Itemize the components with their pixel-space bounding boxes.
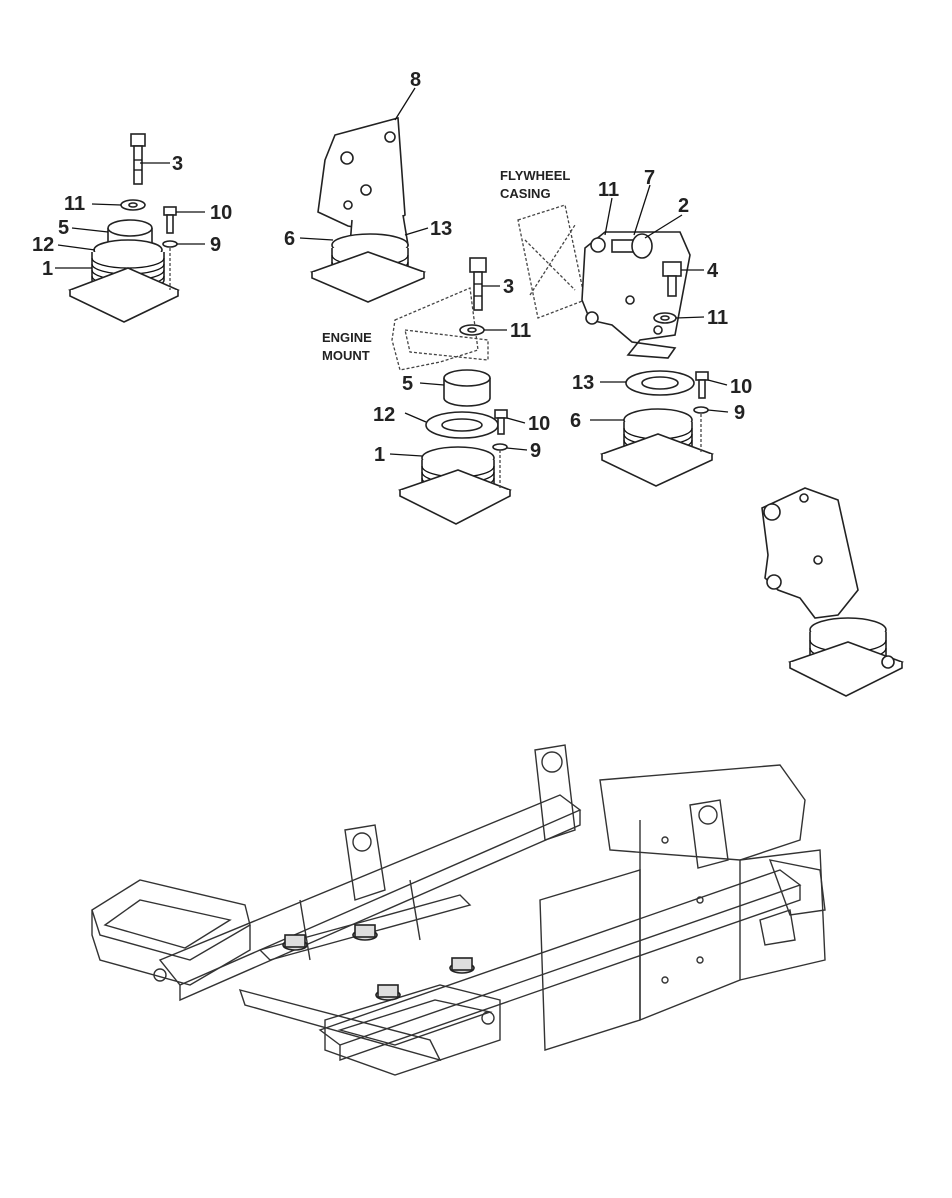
label-12: 12 (373, 404, 395, 426)
label-9: 9 (530, 440, 541, 462)
flywheel-caption-line2: CASING (500, 186, 551, 201)
engine-mount-caption-line1: ENGINE (322, 330, 372, 345)
label-7: 7 (644, 167, 655, 189)
label-5: 5 (58, 217, 69, 239)
label-5: 5 (402, 373, 413, 395)
label-10: 10 (210, 202, 232, 224)
part-number-labels: 3 11 10 5 12 9 1 8 6 13 3 11 5 12 10 1 9… (32, 69, 752, 466)
label-3: 3 (172, 153, 183, 175)
bolt-part (130, 133, 146, 185)
label-6: 6 (284, 228, 295, 250)
label-1: 1 (374, 444, 385, 466)
frame-mount-3 (375, 984, 401, 1001)
label-11: 11 (598, 179, 619, 201)
frame-mount-1 (282, 934, 308, 951)
label-6: 6 (570, 410, 581, 432)
frame-mount-2 (352, 924, 378, 941)
mount-assembly-top-left (67, 133, 180, 323)
captions: FLYWHEEL CASING ENGINE MOUNT (322, 168, 570, 363)
label-1: 1 (42, 258, 53, 280)
label-9: 9 (210, 234, 221, 256)
chassis-frame (91, 744, 826, 1076)
small-bolt-part (162, 206, 178, 290)
label-3: 3 (503, 276, 514, 298)
mount-assembly-center (391, 257, 512, 525)
label-4: 4 (707, 260, 719, 282)
isolator-part (67, 239, 180, 323)
label-11: 11 (707, 307, 728, 329)
label-13: 13 (430, 218, 452, 240)
leader-lines (55, 87, 729, 457)
mount-assembly-flywheel (517, 204, 715, 487)
mount-assembled-view (761, 487, 905, 697)
label-11: 11 (510, 320, 531, 342)
label-11: 11 (64, 193, 85, 215)
label-9: 9 (734, 402, 745, 424)
label-10: 10 (528, 413, 550, 435)
bracket-assembly-top (309, 116, 427, 303)
label-13: 13 (572, 372, 594, 394)
label-2: 2 (678, 195, 689, 217)
label-12: 12 (32, 234, 54, 256)
engine-mount-caption-line2: MOUNT (322, 348, 370, 363)
flywheel-caption-line1: FLYWHEEL (500, 168, 570, 183)
frame-mount-4 (449, 957, 475, 974)
label-10: 10 (730, 376, 752, 398)
label-8: 8 (410, 69, 421, 91)
